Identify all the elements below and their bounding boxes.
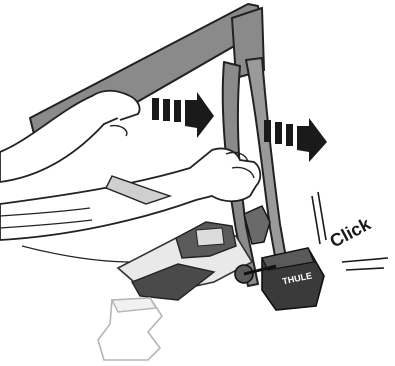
mount-foot <box>98 298 162 360</box>
push-arrow-left <box>152 92 214 138</box>
arrow-right-icon <box>185 92 214 138</box>
click-label: Click <box>326 213 374 251</box>
rack-base <box>118 222 252 300</box>
arrow-right-icon <box>297 118 327 162</box>
click-indicator: Click <box>312 192 388 270</box>
push-arrow-right <box>264 118 327 162</box>
rack-slot <box>196 228 224 246</box>
